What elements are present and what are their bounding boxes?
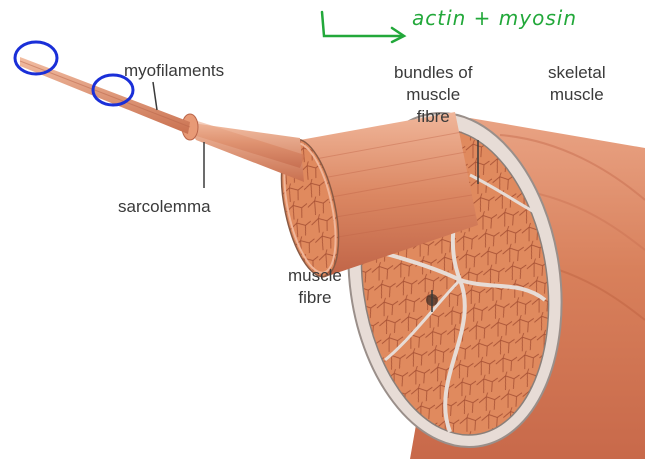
actin-myosin-annotation: actin + myosin	[412, 6, 577, 30]
label-sarcolemma: sarcolemma	[118, 196, 211, 218]
label-bundles-of-muscle-fibre: bundles of muscle fibre	[394, 62, 472, 128]
green-arrow-icon	[322, 12, 404, 42]
myofibril-cylinder	[182, 114, 305, 182]
label-myofilaments: myofilaments	[124, 60, 224, 82]
label-muscle-fibre: muscle fibre	[288, 265, 342, 309]
label-skeletal-muscle: skeletal muscle	[548, 62, 606, 106]
